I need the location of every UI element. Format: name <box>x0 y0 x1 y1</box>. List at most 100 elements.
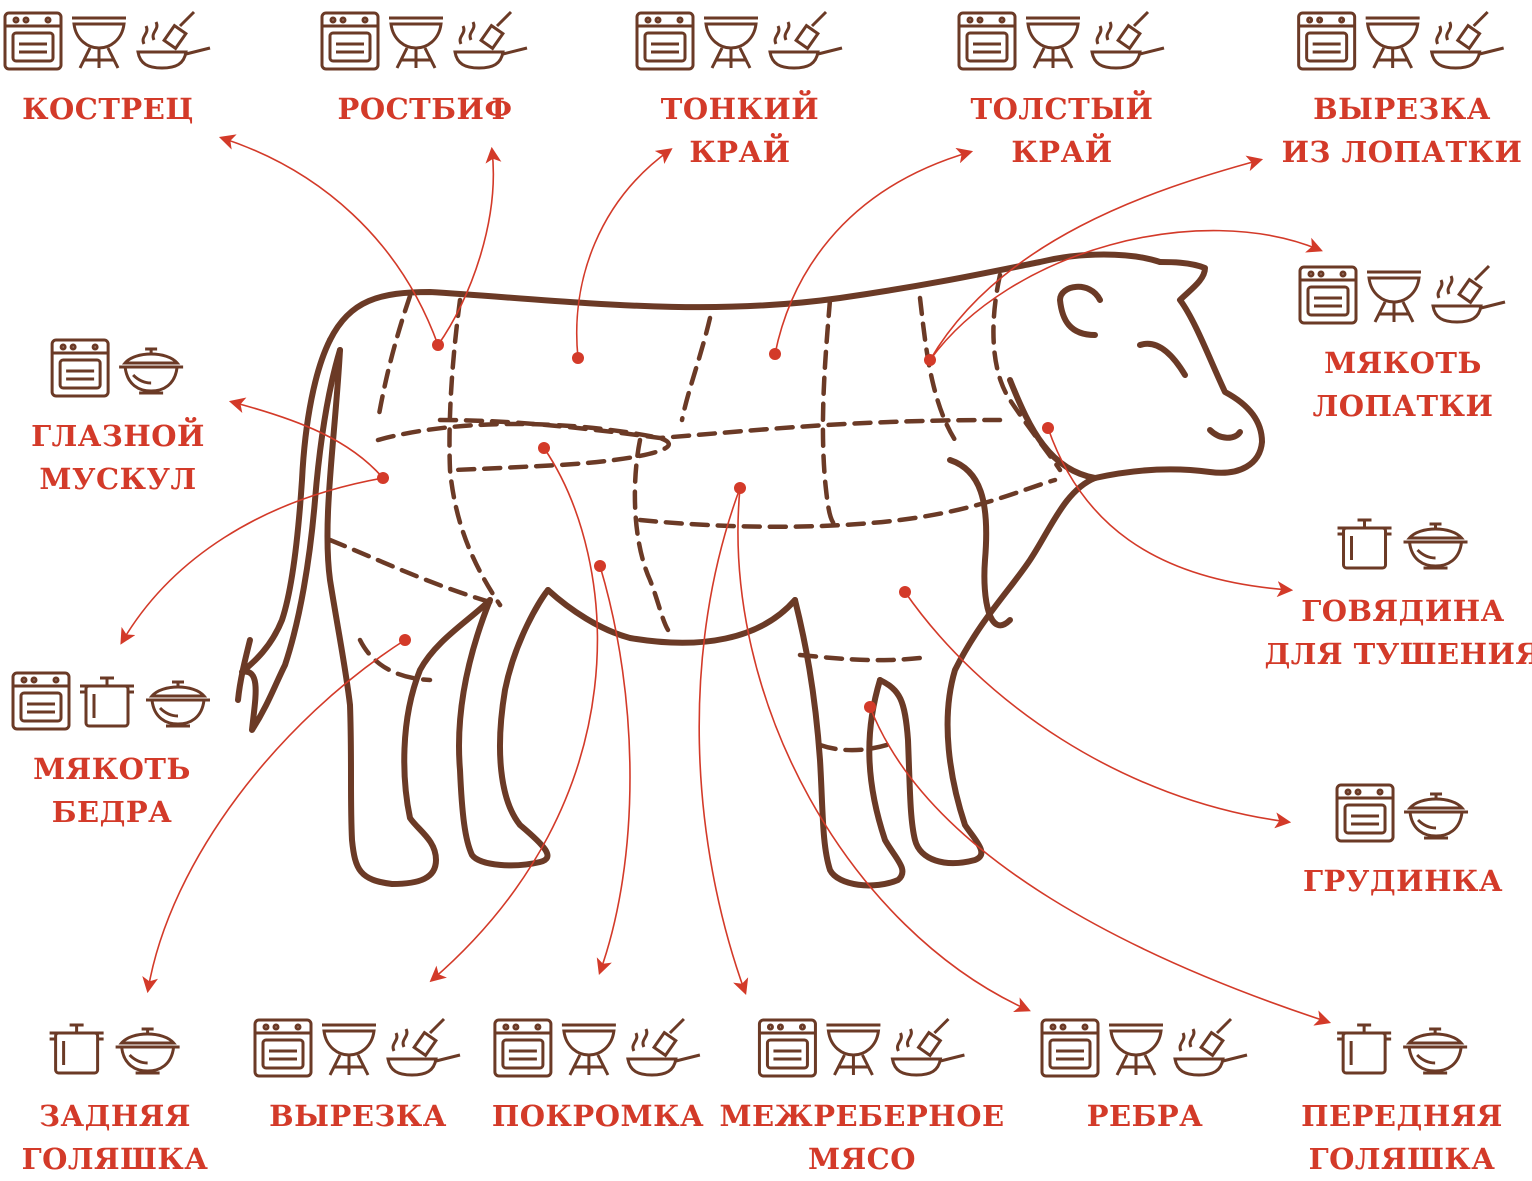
grill-icon <box>1105 1017 1167 1079</box>
cooking-methods <box>1334 510 1472 574</box>
oven-icon <box>1297 264 1359 326</box>
oven-icon <box>10 670 72 732</box>
cut-label-line: КОСТРЕЦ <box>22 88 194 131</box>
cooking-methods <box>1297 262 1509 326</box>
cooking-methods <box>2 8 214 72</box>
cooking-methods <box>1333 1015 1471 1079</box>
frying-pan-icon <box>766 10 846 72</box>
wok-icon <box>142 670 214 732</box>
cooking-methods <box>1334 780 1472 844</box>
oven-icon <box>634 10 696 72</box>
cooking-methods <box>634 8 846 72</box>
cooking-methods <box>956 8 1168 72</box>
dot-vyrezka <box>538 442 550 454</box>
cut-label-line: МЯКОТЬ <box>1313 342 1494 385</box>
cut-rebra: РЕБРА <box>1039 1015 1251 1138</box>
frying-pan-icon <box>624 1017 704 1079</box>
pointer-govyadina <box>1048 428 1290 590</box>
cut-vyrezka: ВЫРЕЗКА <box>252 1015 464 1138</box>
cut-label: ГОВЯДИНАДЛЯ ТУШЕНИЯ <box>1265 590 1532 676</box>
pointer-vyrezka <box>432 448 597 980</box>
oven-icon <box>756 1017 818 1079</box>
wok-icon <box>1400 512 1472 574</box>
pot-icon <box>46 1017 108 1079</box>
cut-kostrets: КОСТРЕЦ <box>2 8 214 131</box>
wok-icon <box>1400 782 1472 844</box>
oven-icon <box>1296 10 1358 72</box>
cut-label-line: ГЛАЗНОЙ <box>31 415 205 458</box>
cut-label-line: ЗАДНЯЯ <box>22 1095 209 1138</box>
grill-icon <box>68 10 130 72</box>
cut-label-line: ПОКРОМКА <box>492 1095 704 1138</box>
pointer-kostrets <box>222 138 438 345</box>
grill-icon <box>1022 10 1084 72</box>
dot-mezhrebernoe <box>734 482 746 494</box>
pot-icon <box>76 670 138 732</box>
cooking-methods <box>756 1015 968 1079</box>
cooking-methods <box>319 8 531 72</box>
cut-grudinka: ГРУДИНКА <box>1303 780 1503 903</box>
cut-label: ВЫРЕЗКА <box>269 1095 447 1138</box>
cut-label: РЕБРА <box>1087 1095 1204 1138</box>
cooking-methods <box>49 335 187 399</box>
oven-icon <box>2 10 64 72</box>
frying-pan-icon <box>888 1017 968 1079</box>
cut-label-line: ГРУДИНКА <box>1303 860 1503 903</box>
oven-icon <box>492 1017 554 1079</box>
cooking-methods <box>10 668 214 732</box>
oven-icon <box>956 10 1018 72</box>
frying-pan-icon <box>384 1017 464 1079</box>
pointer-grudinka <box>905 592 1288 822</box>
cut-label-line: МЯКОТЬ <box>33 748 191 791</box>
frying-pan-icon <box>1171 1017 1251 1079</box>
cut-tolstyy-kray: ТОЛСТЫЙКРАЙ <box>956 8 1168 174</box>
dot-tolstyy-kray <box>769 348 781 360</box>
pointer-rostbif <box>438 150 493 345</box>
cut-label-line: ГОВЯДИНА <box>1265 590 1532 633</box>
pointer-myakot-bedra <box>122 478 383 642</box>
cow-rump <box>327 350 490 884</box>
pot-icon <box>1333 1017 1395 1079</box>
dot-tonkiy-kray <box>572 352 584 364</box>
cut-pokromka: ПОКРОМКА <box>492 1015 704 1138</box>
grill-icon <box>700 10 762 72</box>
cut-mezhrebernoe-myaso: МЕЖРЕБЕРНОЕМЯСО <box>719 1015 1004 1181</box>
cut-label-line: МЕЖРЕБЕРНОЕ <box>719 1095 1004 1138</box>
cut-label-line: ТОЛСТЫЙ <box>971 88 1154 131</box>
dot-zadnyaya <box>399 634 411 646</box>
pointer-tolstyy-kray <box>775 152 970 354</box>
dot-grudinka <box>899 586 911 598</box>
pointer-dots <box>377 339 1054 713</box>
dot-pokromka <box>594 560 606 572</box>
cut-label: ГРУДИНКА <box>1303 860 1503 903</box>
cut-label-line: ТОНКИЙ <box>661 88 819 131</box>
wok-icon <box>1399 1017 1471 1079</box>
oven-icon <box>252 1017 314 1079</box>
cut-label-line: ГОЛЯШКА <box>1301 1138 1503 1181</box>
cut-label-line: ЛОПАТКИ <box>1313 385 1494 428</box>
pot-icon <box>1334 512 1396 574</box>
dot-perednyaya <box>864 701 876 713</box>
wok-icon <box>115 337 187 399</box>
dot-govyadina <box>1042 422 1054 434</box>
cut-label-line: ГОЛЯШКА <box>22 1138 209 1181</box>
cooking-methods <box>252 1015 464 1079</box>
cut-label: ПОКРОМКА <box>492 1095 704 1138</box>
cut-label-line: МЯСО <box>719 1138 1004 1181</box>
pointer-myakot-lopatki <box>930 231 1320 360</box>
frying-pan-icon <box>1429 264 1509 326</box>
grill-icon <box>558 1017 620 1079</box>
cooking-methods <box>1296 8 1508 72</box>
cut-label: КОСТРЕЦ <box>22 88 194 131</box>
grill-icon <box>822 1017 884 1079</box>
grill-icon <box>385 10 447 72</box>
